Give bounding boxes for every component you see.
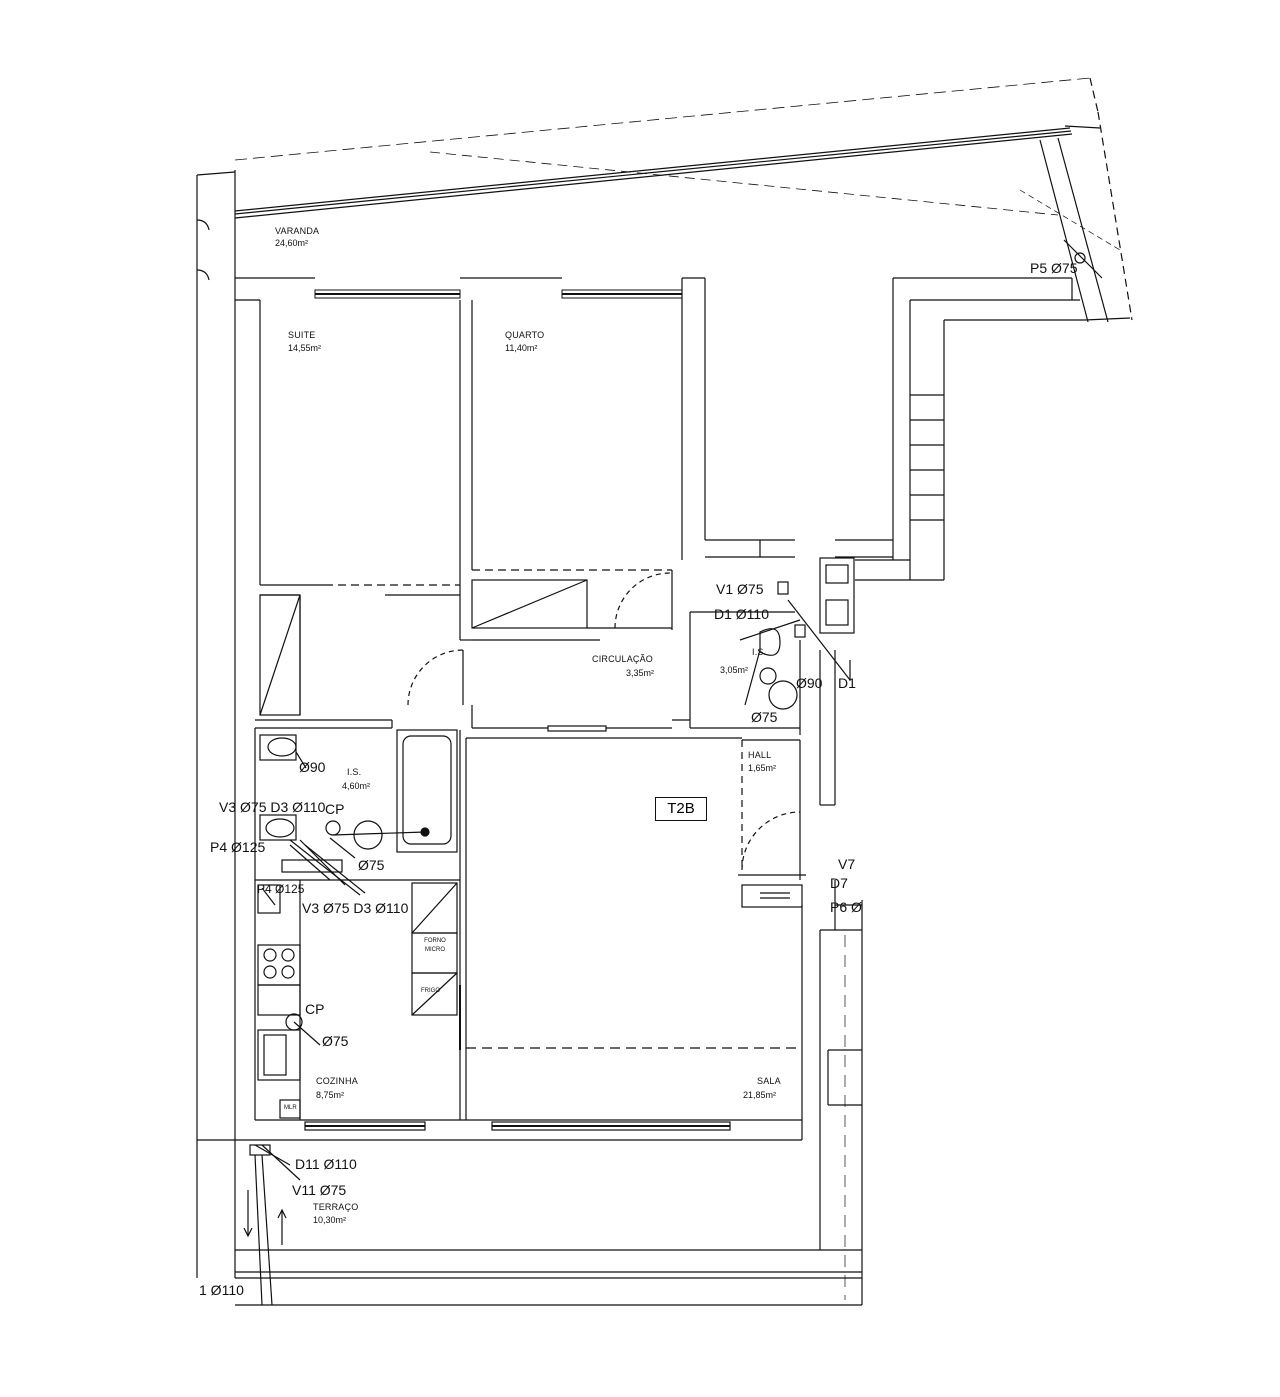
pipe-label-v1: V1 Ø75	[716, 581, 764, 597]
room-name-sala: SALA	[757, 1076, 781, 1086]
pipe-label-o90-small: Ø90	[796, 675, 823, 691]
room-name-hall: HALL	[748, 750, 772, 760]
room-area-hall: 1,65m²	[748, 763, 777, 773]
room-area-varanda: 24,60m²	[275, 238, 309, 248]
room-name-circulacao: CIRCULAÇÃO	[592, 654, 654, 664]
appliance-forno-micro: FORNO MICRO	[424, 938, 446, 953]
pipe-leaders	[289, 837, 366, 894]
small-bathroom	[690, 539, 851, 735]
room-area-suite: 14,55m²	[288, 343, 322, 353]
room-name-suite: SUITE	[288, 330, 316, 340]
room-area-circulacao: 3,35m²	[626, 668, 655, 678]
unit-tag: T2B	[655, 797, 707, 821]
pipe-label-cp1: CP	[325, 801, 345, 817]
room-name-is-small: I.S.	[752, 647, 767, 657]
pipe-label-p4-kitchen: P4 Ø125	[257, 882, 305, 896]
pipe-label-v3-d3-bottom: V3 Ø75 D3 Ø110	[302, 900, 409, 916]
main-bathroom	[254, 719, 461, 1120]
suite-wardrobe	[259, 594, 464, 716]
pipe-label-d11: D11 Ø110	[295, 1156, 357, 1172]
room-area-quarto: 11,40m²	[505, 343, 538, 353]
pipe-label-o90-main: Ø90	[299, 759, 326, 775]
pipe-label-v3-d3-top: V3 Ø75 D3 Ø110	[219, 799, 326, 815]
appliance-frigo: FRIGO	[421, 988, 440, 994]
pipe-label-d7: D7	[830, 875, 848, 891]
room-name-varanda: VARANDA	[275, 226, 320, 236]
pipe-label-d1: D1 Ø110	[714, 606, 769, 622]
pipe-label-cp2: CP	[305, 1001, 325, 1017]
room-area-cozinha: 8,75m²	[316, 1090, 345, 1100]
circulation-walls	[460, 611, 795, 732]
right-lower-boundary	[819, 880, 863, 1305]
pipe-label-bottom-left: 1 Ø110	[199, 1282, 244, 1298]
room-name-cozinha: COZINHA	[316, 1076, 358, 1086]
pipe-label-o75-main: Ø75	[358, 857, 385, 873]
utility-block	[819, 539, 893, 806]
pipe-label-o75-kitchen: Ø75	[322, 1033, 349, 1049]
pipe-label-p4: P4 Ø125	[210, 839, 266, 855]
suite-walls	[259, 300, 473, 640]
pipe-label-v11: V11 Ø75	[292, 1182, 347, 1198]
bottom-wall-windows	[235, 1119, 802, 1141]
room-area-terraco: 10,30m²	[313, 1215, 347, 1225]
pipe-label-o75-small: Ø75	[751, 709, 778, 725]
kitchen-walls	[255, 879, 460, 1121]
room-name-terraco: TERRAÇO	[313, 1202, 359, 1212]
bedroom-top-wall	[235, 277, 706, 560]
room-area-is-small: 3,05m²	[720, 665, 749, 675]
pipe-label-d1-edge: D1	[838, 675, 856, 691]
terrace-walls	[197, 1139, 862, 1306]
room-name-is-main: I.S.	[347, 767, 362, 777]
balcony-railing	[234, 77, 1133, 323]
pipe-label-p6: P6 Ø	[830, 899, 862, 915]
pipe-label-p5: P5 Ø75	[1030, 260, 1078, 276]
quarto-wardrobe	[471, 569, 673, 630]
hall-walls	[738, 739, 806, 908]
right-stepped-wall	[855, 277, 1085, 581]
room-area-is-main: 4,60m²	[342, 781, 371, 791]
pipe-label-v7: V7	[838, 856, 856, 872]
room-area-sala: 21,85m²	[743, 1090, 777, 1100]
outer-left-wall	[196, 170, 236, 1278]
sala-walls	[459, 737, 803, 1140]
appliance-mlr: MLR	[284, 1105, 297, 1111]
room-name-quarto: QUARTO	[505, 330, 545, 340]
